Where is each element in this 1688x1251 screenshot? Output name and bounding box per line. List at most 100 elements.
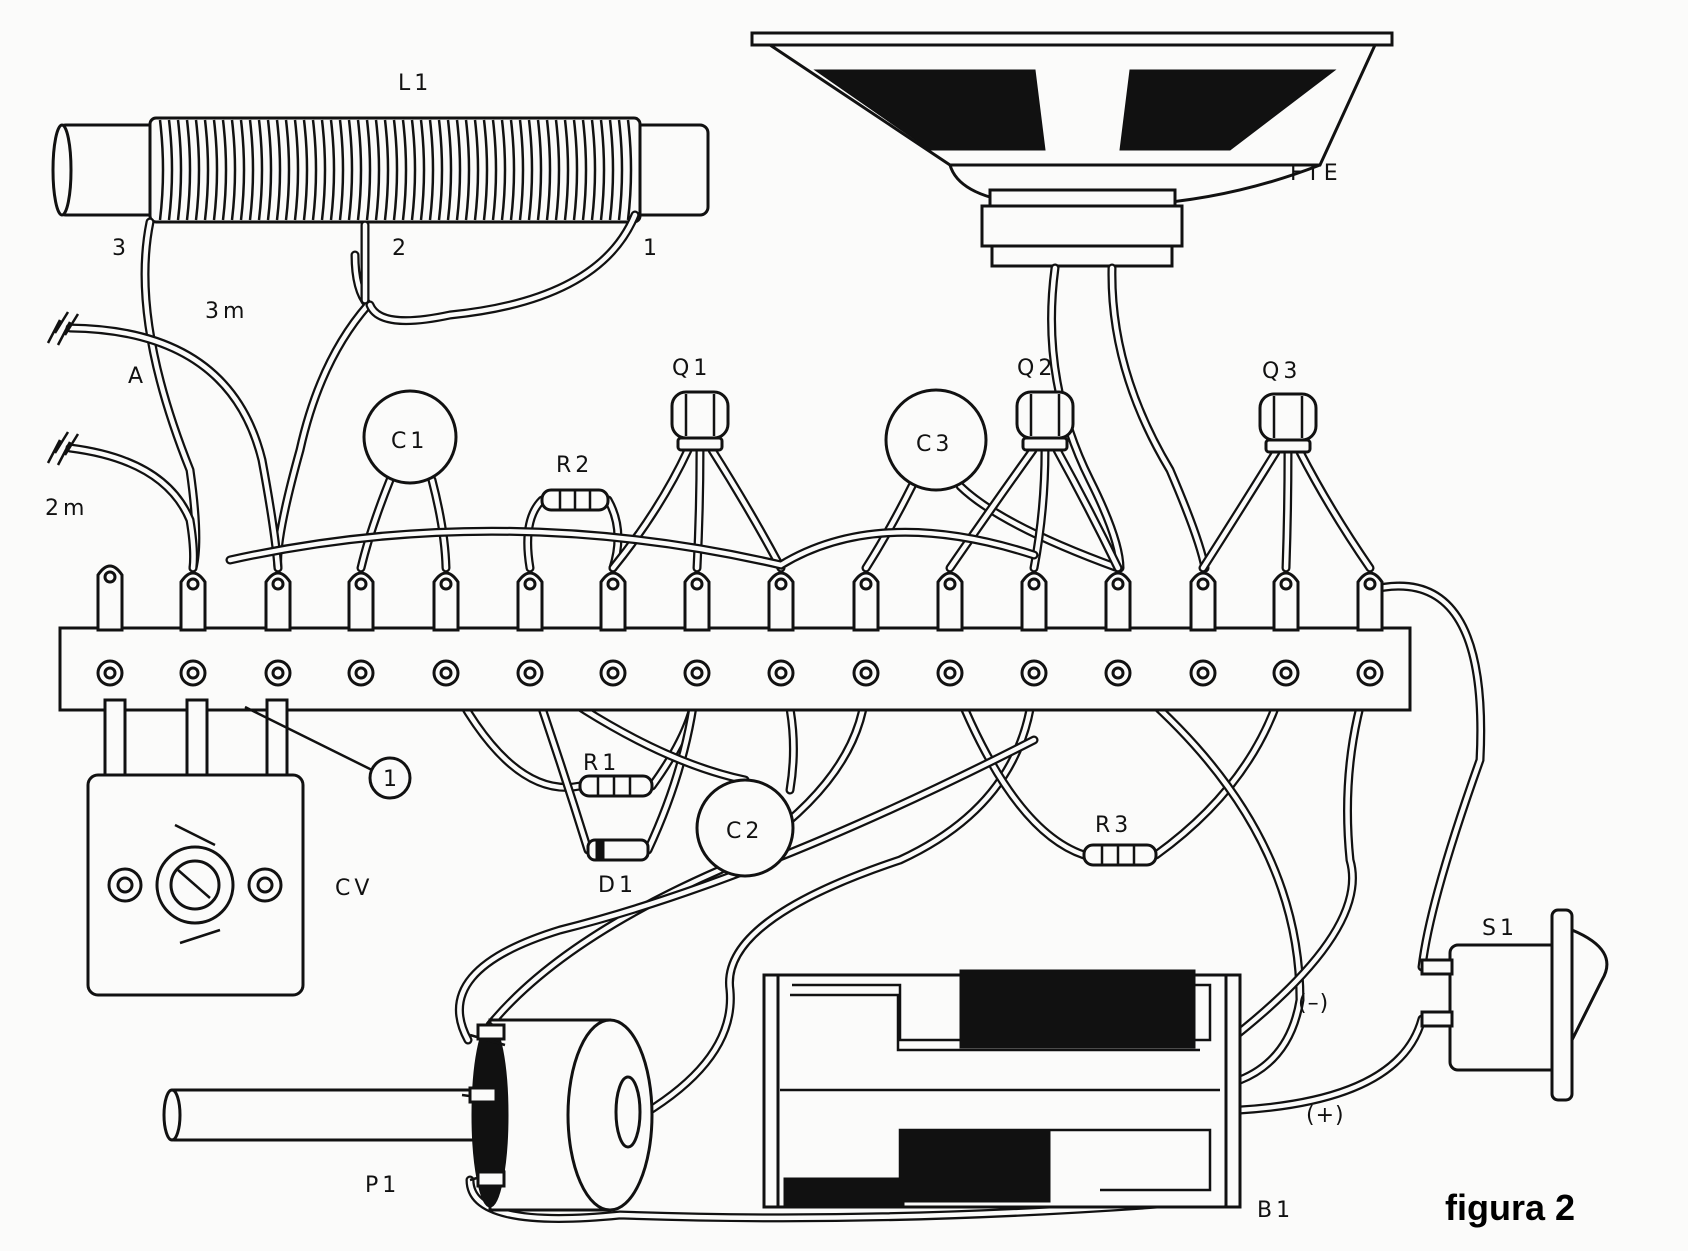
coil-turn [338,119,345,221]
label-minus: (–) [1298,991,1329,1016]
wire [707,445,786,573]
label-d1: D1 [598,873,637,898]
resistor-r2 [540,488,610,512]
coil-turn [536,119,543,221]
label-plus: (+) [1306,1103,1345,1128]
coil-turn [158,119,165,221]
strip-eyelet-center [1111,666,1125,680]
wire [692,445,705,573]
coil-turn [500,119,507,221]
label-q1: Q1 [672,356,711,381]
transistors [670,390,1318,454]
coil-turn [599,119,606,221]
wire [1047,263,1125,573]
lug-hole [690,577,704,591]
coil-turn [365,119,372,221]
label-tap-3: 3 [112,236,130,261]
terminal-lug [96,564,124,632]
coil-turn [320,119,327,221]
wire [955,481,1123,573]
terminal-lug [179,571,207,632]
strip-eyelet-center [1027,666,1041,680]
coil-turn [302,119,309,221]
figure-caption: figura 2 [1445,1187,1575,1228]
label-tap-1: 1 [643,236,661,261]
coil-turn [554,119,561,221]
coil-turn [446,119,453,221]
coil-turn [590,119,597,221]
coil-turn [293,119,300,221]
label-c1: C1 [391,429,428,454]
wire [65,323,283,573]
coil-turn [221,119,228,221]
wire [273,250,374,573]
coil-turn [608,119,615,221]
terminal-lug [683,571,711,632]
strip-eyelet-center [1363,666,1377,680]
diode-d1 [586,838,650,862]
wire [1225,668,1375,1045]
terminal-lug [1104,571,1132,632]
label-s1: S1 [1482,916,1518,941]
coil-turn [491,119,498,221]
lug-hole [354,577,368,591]
terminal-lug [264,571,292,632]
callout-1: 1 [244,705,412,800]
terminal-lug [1189,571,1217,632]
coil-turn [401,119,408,221]
coil-turn [383,119,390,221]
coil-turn [482,119,489,221]
wire [454,735,1039,1045]
coil-turn [581,119,588,221]
coil-turn [275,119,282,221]
coil-turn [194,119,201,221]
strip-eyelet-center [523,666,537,680]
wire [1052,445,1123,573]
resistor-r1 [578,774,654,798]
label-r3: R3 [1095,813,1132,838]
terminal-lug [1356,571,1384,632]
wire [1235,1014,1427,1115]
coil-turn [212,119,219,221]
label-r2: R2 [556,453,593,478]
coil-turn [329,119,336,221]
lug-hole [943,577,957,591]
wire [365,210,640,326]
label-r1: R1 [583,751,620,776]
lug-hole [439,577,453,591]
coil-turn [266,119,273,221]
coil-turn [419,119,426,221]
wire [427,475,451,573]
label-q2: Q2 [1017,356,1056,381]
coil-turn [374,119,381,221]
resistor-r3 [1082,843,1158,867]
strip-eyelet-center [1196,666,1210,680]
antenna-wire-ends [46,311,80,466]
variable-capacitor-cv [86,698,305,997]
lug-hole [186,577,200,591]
transistor [1258,392,1318,454]
terminal-lug [1272,571,1300,632]
strip-eyelet-center [859,666,873,680]
coil-turn [392,119,399,221]
wire [945,445,1038,573]
coil-turn [509,119,516,221]
battery-holder-b1 [762,969,1242,1209]
coil-turn [428,119,435,221]
terminal-lug [936,571,964,632]
strip-eyelet-center [354,666,368,680]
coil-turn [572,119,579,221]
wire [225,526,1039,570]
wire [1295,447,1375,573]
capacitor-c2 [695,778,795,878]
strip-eyelet-center [439,666,453,680]
label-tap-2: 2 [392,236,410,261]
coil-turn [167,119,174,221]
lug-hole [103,570,117,584]
strip-eyelet-center [271,666,285,680]
coil-turn [464,119,471,221]
coil-turn [356,119,363,221]
lug-hole [523,577,537,591]
capacitor-c1 [362,389,458,485]
